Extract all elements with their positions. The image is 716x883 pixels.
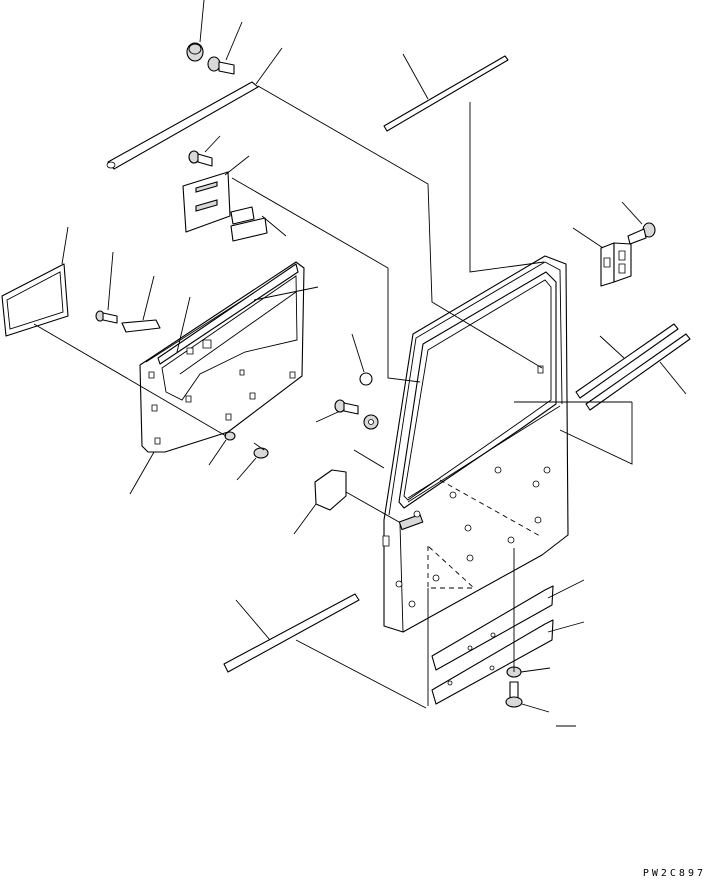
washer-part	[209, 432, 235, 465]
bolt-part	[622, 202, 655, 244]
diagonal-rod-part	[107, 48, 282, 169]
washer-part	[364, 415, 378, 429]
cap-part	[187, 0, 204, 61]
bolt-part	[506, 682, 549, 712]
seal-pad-part	[294, 470, 346, 534]
screw-part	[237, 443, 268, 480]
window-rail-part	[384, 54, 508, 131]
drawing-number: PW2C897	[642, 868, 706, 879]
window-glass-part	[2, 227, 68, 336]
bolt-part	[316, 400, 358, 422]
sticker-part	[231, 207, 286, 241]
link-part	[122, 276, 160, 332]
cap-part	[352, 334, 372, 385]
sill-plate-part	[432, 580, 584, 704]
washer-part	[507, 667, 550, 677]
bottom-rail-part	[224, 594, 359, 672]
guide-lines	[34, 86, 632, 726]
door-frame-part	[383, 256, 568, 632]
bolt-part	[189, 136, 220, 166]
inner-door-panel-part	[130, 262, 318, 494]
bolt-part	[96, 252, 117, 323]
hinge-part	[573, 228, 631, 286]
label-plate-part	[183, 156, 249, 232]
bolt-part	[208, 22, 242, 74]
window-rail-part	[576, 324, 690, 410]
